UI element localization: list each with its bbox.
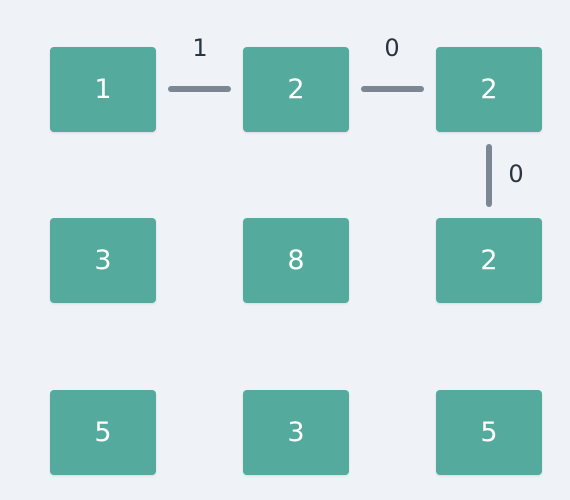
tile-r1c1[interactable]: 1	[50, 47, 156, 132]
tile-r3c1[interactable]: 5	[50, 390, 156, 475]
tile-r1c3[interactable]: 2	[436, 47, 542, 132]
edge-r1c3-r2c3	[486, 144, 492, 207]
edge-label-r1c3-r2c3: 0	[508, 160, 524, 188]
edge-r1c1-r1c2	[168, 86, 231, 92]
tile-r3c2[interactable]: 3	[243, 390, 349, 475]
edge-label-r1c1-r1c2: 1	[192, 34, 208, 62]
tile-r3c3[interactable]: 5	[436, 390, 542, 475]
tile-r2c1[interactable]: 3	[50, 218, 156, 303]
tile-r2c3[interactable]: 2	[436, 218, 542, 303]
tile-r2c2[interactable]: 8	[243, 218, 349, 303]
tile-r1c2[interactable]: 2	[243, 47, 349, 132]
edge-label-r1c2-r1c3: 0	[384, 34, 400, 62]
edge-r1c2-r1c3	[361, 86, 424, 92]
